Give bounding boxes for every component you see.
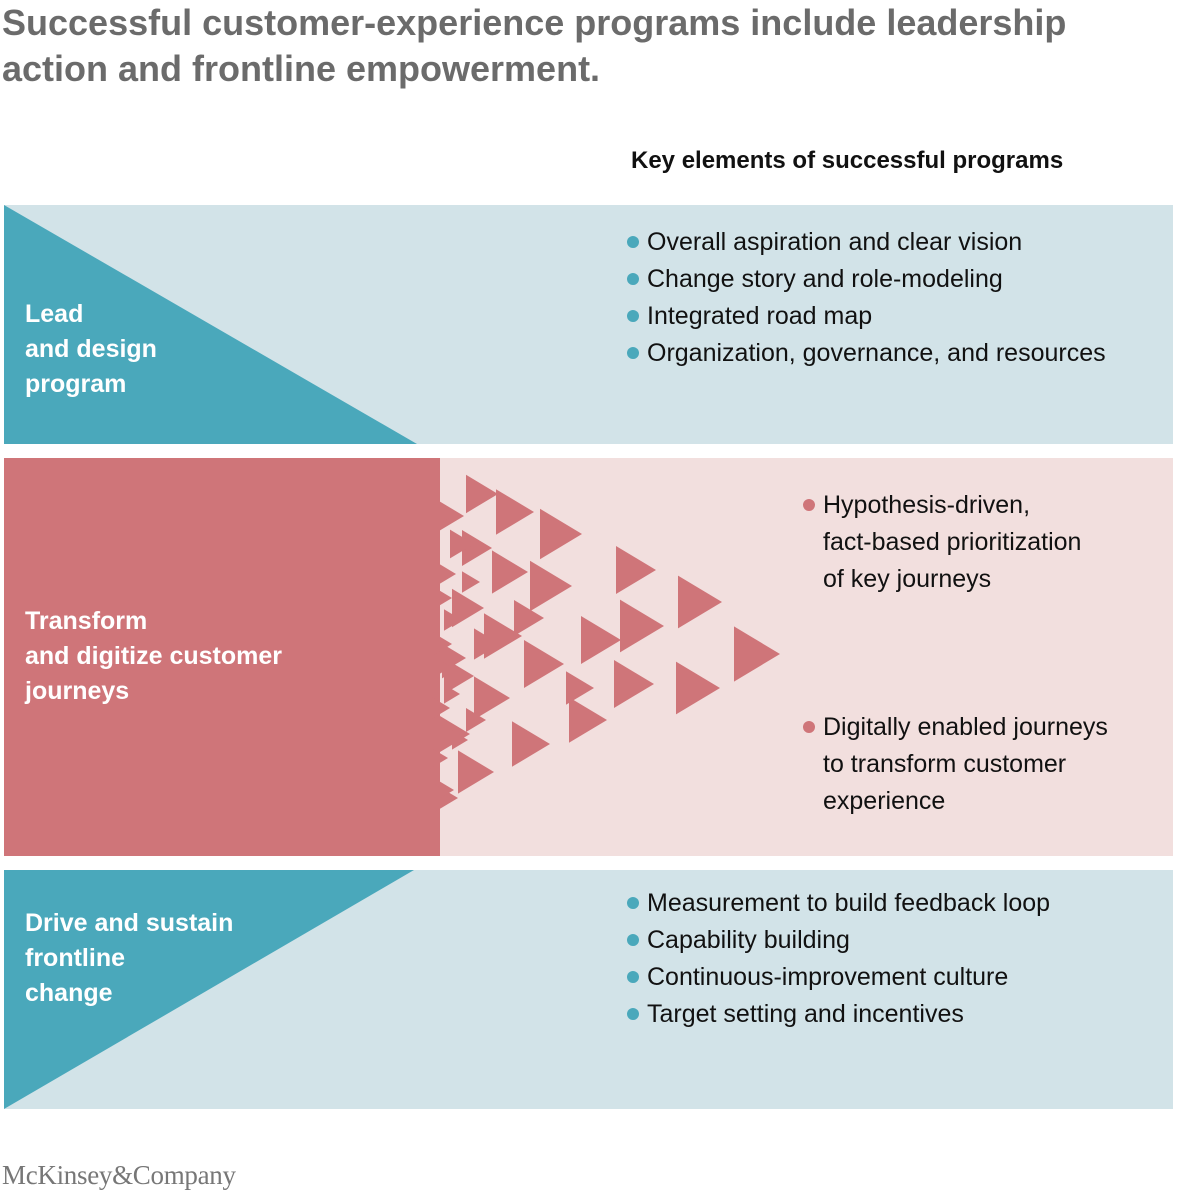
triangle-shape [440,781,454,799]
triangle-shape [444,684,460,704]
list-item: Change story and role-modeling [627,261,1106,298]
list-item: Target setting and incentives [627,996,1050,1033]
band-drive-sustain-shape [4,870,1173,1109]
triangle-shape [452,730,468,750]
triangle-shape [678,575,722,629]
list-item: Capability building [627,922,1050,959]
triangle-shape [474,676,510,720]
band-drive-sustain-label: Drive and sustain frontline change [25,909,234,1007]
triangle-shape [430,747,448,769]
triangle-shape [514,600,544,636]
triangle-shape [492,550,528,594]
bullet-dot [627,310,639,322]
list-item: Digitally enabled journeys to transform … [803,709,1108,820]
triangle-shape [530,560,572,612]
triangle-shape [496,489,534,535]
band-lead-design: Lead and design program Overall aspirati… [4,205,1173,444]
triangle-shape [734,626,780,682]
triangle-shape [616,546,656,594]
triangle-shape [450,529,474,559]
triangle-shape [444,658,474,694]
triangle-shape [428,694,450,722]
triangle-shape [566,671,594,705]
triangle-shape [452,588,484,628]
triangle-shape [614,660,654,708]
band-transform-digitize-label: Transform and digitize customer journeys [25,607,282,705]
triangle-shape [466,474,498,514]
list-item: Continuous-improvement culture [627,959,1050,996]
bullet-dot [627,934,639,946]
triangle-shape [462,571,480,593]
triangle-shape [540,508,582,560]
triangle-shape [434,560,456,588]
bullet-dot [627,1008,639,1020]
band-transform-digitize-shape [4,458,1173,856]
triangle-shape [442,661,456,679]
list-item: Integrated road map [627,298,1106,335]
triangle-shape [524,640,564,688]
triangle-shape [569,697,607,743]
band-transform-digitize-bullets-2: Digitally enabled journeys to transform … [803,709,1108,820]
band-drive-sustain: Drive and sustain frontline change Measu… [4,870,1173,1109]
band-drive-sustain-bullets: Measurement to build feedback loop Capab… [627,885,1050,1033]
band-lead-design-shape [4,205,1173,444]
band-transform-digitize: Transform and digitize customer journeys… [4,458,1173,856]
bullet-dot [627,971,639,983]
key-elements-heading: Key elements of successful programs [631,147,1064,174]
triangle-shape [676,661,720,715]
triangle-cluster [428,474,780,815]
list-item: Measurement to build feedback loop [627,885,1050,922]
band-transform-digitize-bullets-1: Hypothesis-driven, fact-based prioritiza… [803,487,1081,598]
bullet-dot [627,897,639,909]
triangle-shape [462,530,492,566]
bullet-dot [627,347,639,359]
bullet-dot [627,236,639,248]
triangle-shape [474,628,500,660]
list-item: Overall aspiration and clear vision [627,224,1106,261]
triangle-shape [581,616,621,664]
triangle-shape [458,750,494,794]
list-item: Hypothesis-driven, fact-based prioritiza… [803,487,1081,598]
triangle-shape [430,781,458,815]
page-title: Successful customer-experience programs … [2,2,1067,89]
band-lead-design-bullets: Overall aspiration and clear vision Chan… [627,224,1106,372]
triangle-shape [620,599,664,653]
band-lead-design-label: Lead and design program [25,300,157,398]
triangle-shape [438,589,452,607]
bullet-dot [803,721,815,733]
triangle-shape [512,721,550,767]
triangle-shape [442,505,456,523]
bullet-dot [803,499,815,511]
bullet-dot [627,273,639,285]
triangle-shape [444,609,462,631]
list-item: Organization, governance, and resources [627,335,1106,372]
triangle-shape [466,708,486,732]
mckinsey-logo: McKinsey&Company [2,1160,236,1190]
